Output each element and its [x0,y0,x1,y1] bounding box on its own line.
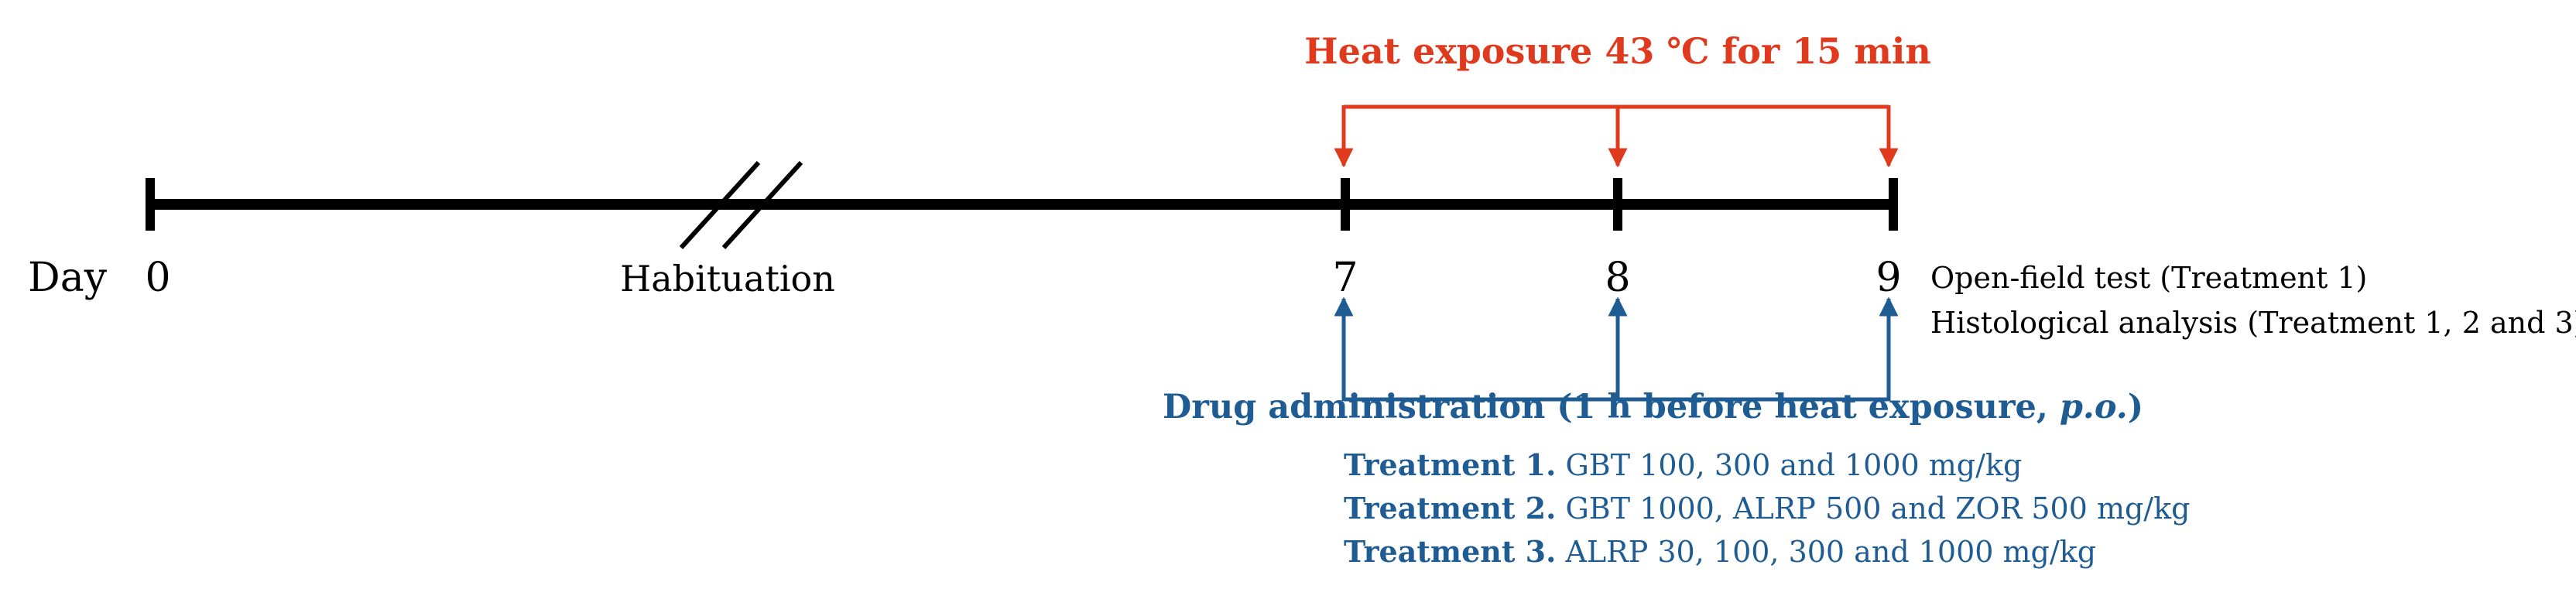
treatment-1-text: GBT 100, 300 and 1000 mg/kg [1556,448,2022,482]
timeline-break-mark [679,160,761,250]
drug-administration-title: Drug administration (1 h before heat exp… [1163,388,2143,426]
habituation-label: Habituation [620,258,835,300]
drug-title-italic: p.o. [2060,388,2128,426]
heat-exposure-title: Heat exposure 43 ℃ for 15 min [1304,30,1931,72]
day-8-label: 8 [1605,255,1630,301]
treatment-1-label: Treatment 1. [1344,447,1556,482]
treatment-3-text: ALRP 30, 100, 300 and 1000 mg/kg [1556,535,2096,569]
open-field-test-note: Open-field test (Treatment 1) [1930,261,2367,295]
drug-title-main: Drug administration (1 h before heat exp… [1163,388,2060,426]
day-0-label: 0 [145,255,170,301]
treatment-2: Treatment 2. GBT 1000, ALRP 500 and ZOR … [1344,491,2190,526]
timeline-break-mark [721,160,803,250]
day-7-label: 7 [1332,255,1358,301]
drug-title-close: ) [2128,388,2143,426]
treatment-1: Treatment 1. GBT 100, 300 and 1000 mg/kg [1344,447,2022,482]
drug-administration-arrows [1334,296,1899,402]
treatment-2-label: Treatment 2. [1344,491,1556,526]
day-9-label: 9 [1875,255,1901,301]
day-label: Day [28,255,108,301]
treatment-3: Treatment 3. ALRP 30, 100, 300 and 1000 … [1344,534,2096,569]
treatment-2-text: GBT 1000, ALRP 500 and ZOR 500 mg/kg [1556,491,2190,526]
heat-exposure-arrows [1334,104,1899,168]
treatment-3-label: Treatment 3. [1344,534,1556,569]
histological-analysis-note: Histological analysis (Treatment 1, 2 an… [1930,306,2576,340]
timeline [146,160,1898,250]
